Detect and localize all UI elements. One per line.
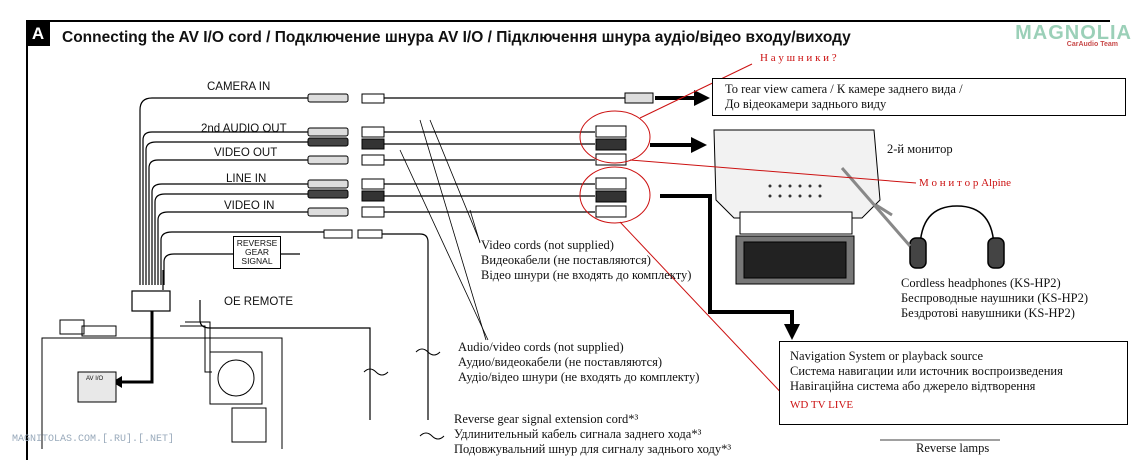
- head-unit: [41, 319, 283, 449]
- navigation-arrow: [660, 194, 794, 326]
- wiring-diagram: [41, 63, 1005, 449]
- watermark-subtitle: CarAudio Team: [1066, 41, 1118, 48]
- left-connectors: [307, 93, 385, 239]
- section-badge: A: [26, 22, 50, 46]
- alpine-monitor-annotation: М о н и т о р Alpine: [919, 177, 1012, 189]
- video-out-cable: [148, 159, 308, 285]
- reverse-cable: [160, 231, 330, 285]
- right-connectors: [595, 92, 654, 218]
- video-cords-line: Видеокабели (не поставляются): [481, 253, 651, 267]
- navigation-line: Система навигации или источник воспроизв…: [790, 364, 1063, 378]
- headphones-question-annotation: Н а у ш н и к и ?: [760, 52, 837, 64]
- line-in-cable: [151, 183, 308, 285]
- navigation-line: Навігаційна система або джерело відтворе…: [790, 379, 1036, 393]
- rear-camera-line: To rear view camera / К камере заднего в…: [725, 82, 963, 96]
- av-io-port-label: AV I/O: [86, 376, 104, 382]
- port-line-in: LINE IN: [226, 173, 267, 185]
- headphones-line: Беспроводные наушники (KS-HP2): [901, 291, 1089, 305]
- reverse-tag-line: REVERSE: [236, 238, 278, 248]
- rear-camera-box: To rear view camera / К камере заднего в…: [712, 78, 1126, 116]
- video-cords-line: Video cords (not supplied): [481, 238, 614, 252]
- av-cords-line: Аудио/видеокабели (не поставляются): [458, 355, 663, 369]
- reverse-cord-note: Reverse gear signal extension cord*³ Удл…: [454, 412, 731, 457]
- av-io-plug: [131, 290, 171, 312]
- reverse-tag-line: SIGNAL: [241, 256, 273, 266]
- reverse-cord-line: Reverse gear signal extension cord*³: [454, 412, 639, 426]
- top-border: [26, 20, 1110, 22]
- reverse-tag-line: GEAR: [244, 247, 270, 257]
- rear-camera-line: До відеокамери заднього виду: [725, 97, 887, 111]
- port-2nd-audio-out: 2nd AUDIO OUT: [201, 123, 287, 135]
- video-cords-note: Video cords (not supplied) Видеокабели (…: [481, 238, 691, 283]
- port-oe-remote: OE REMOTE: [224, 296, 294, 308]
- left-border: [26, 20, 28, 460]
- port-video-out: VIDEO OUT: [214, 147, 278, 159]
- reverse-cord-line: Удлинительный кабель сигнала заднего ход…: [454, 427, 702, 441]
- watermark-logo: MAGNOLIA: [1015, 22, 1132, 44]
- wireless-link: [840, 167, 912, 247]
- reverse-cord-line: Подовжувальний шнур для сигналу заднього…: [454, 442, 732, 456]
- monitor-label: 2-й монитор: [887, 142, 953, 156]
- monitor-drawing: [713, 129, 881, 285]
- av-cords-line: Audio/video cords (not supplied): [458, 340, 624, 354]
- wd-tv-live-annotation: WD TV LIVE: [790, 399, 854, 411]
- watermark-site: MAGNITOLAS.COM.[.RU].[.NET]: [12, 434, 175, 445]
- av-io-arrow-line: [122, 311, 154, 384]
- navigation-box: Navigation System or playback source Сис…: [779, 341, 1128, 425]
- headphones-drawing: [909, 205, 1005, 269]
- av-cords-note: Audio/video cords (not supplied) Аудио/в…: [458, 340, 699, 385]
- video-in-cable: [157, 211, 308, 285]
- headphones-line: Бездротові навушники (KS-HP2): [901, 306, 1075, 320]
- navigation-line: Navigation System or playback source: [790, 349, 984, 363]
- monitor-vents: [768, 184, 822, 198]
- port-camera-in: CAMERA IN: [207, 81, 271, 93]
- video-cords-line: Відео шнури (не входять до комплекту): [481, 268, 692, 282]
- audio-out-cable: [142, 131, 308, 285]
- headphones-line: Cordless headphones (KS-HP2): [901, 276, 1061, 290]
- headphones-text: Cordless headphones (KS-HP2) Беспроводны…: [901, 276, 1088, 321]
- page-title: Connecting the AV I/O cord / Подключение…: [62, 29, 851, 46]
- red-annotations: [579, 63, 917, 401]
- camera-in-cable: [139, 97, 308, 285]
- oe-remote-cable: [199, 300, 371, 420]
- port-video-in: VIDEO IN: [224, 200, 275, 212]
- reverse-gear-signal-tag: REVERSE GEAR SIGNAL: [233, 236, 281, 269]
- av-cords-line: Аудіо/відео шнури (не входять до комплек…: [458, 370, 700, 384]
